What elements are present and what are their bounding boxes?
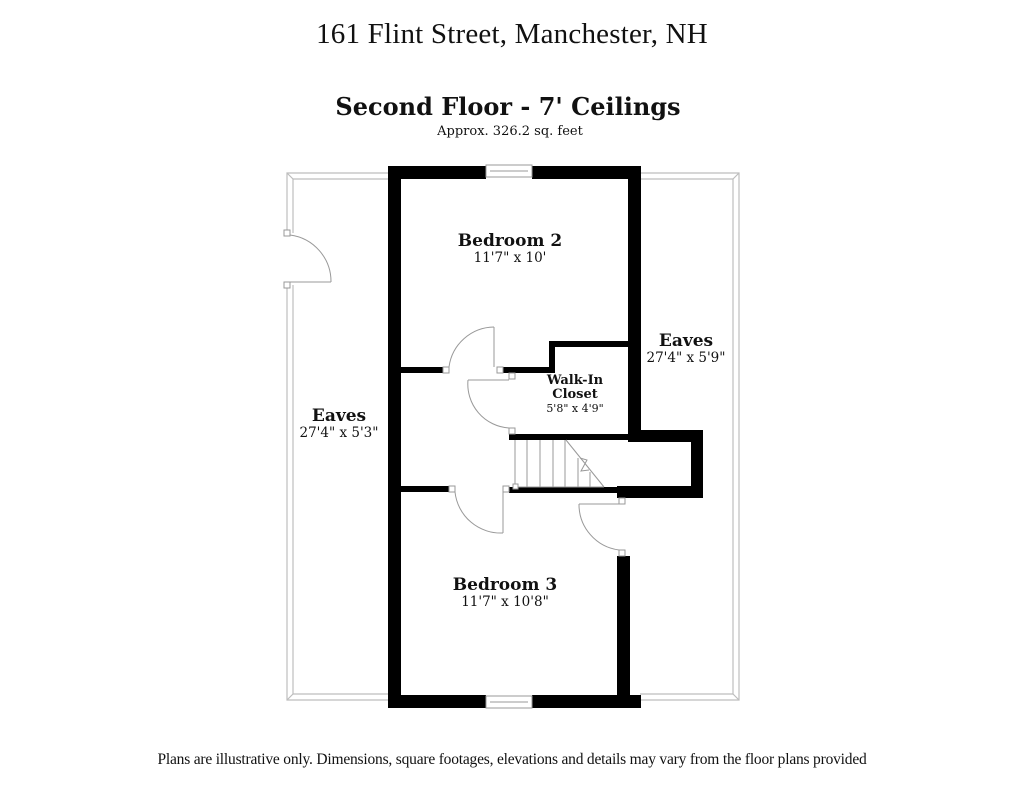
interior-doors: [442, 326, 626, 557]
room-eaves-left: Eaves 27'4" x 5'3": [283, 407, 395, 441]
room-name: Eaves: [311, 406, 367, 426]
room-name: Eaves: [658, 331, 714, 351]
room-eaves-right: Eaves 27'4" x 5'9": [630, 332, 742, 366]
room-walk-in-closet: Walk-In Closet 5'8" x 4'9": [535, 373, 615, 416]
room-name-line2: Closet: [552, 387, 598, 402]
room-bedroom-2: Bedroom 2 11'7" x 10': [430, 232, 590, 266]
room-dimensions: 5'8" x 4'9": [546, 402, 604, 415]
windows: [485, 164, 533, 709]
right-eaves-outline: [640, 172, 740, 701]
staircase: [512, 439, 605, 490]
left-eaves-outline: [286, 172, 388, 701]
left-eaves-door: [283, 229, 332, 289]
floor-area: Approx. 326.2 sq. feet: [437, 124, 583, 139]
room-dimensions: 11'7" x 10'8": [461, 594, 549, 610]
disclaimer: Plans are illustrative only. Dimensions,…: [157, 751, 867, 768]
floor-title: Second Floor - 7' Ceilings: [335, 92, 681, 121]
room-name: Bedroom 2: [457, 231, 563, 251]
property-address: 161 Flint Street, Manchester, NH: [316, 18, 708, 50]
interior-walls: [401, 341, 629, 493]
room-dimensions: 27'4" x 5'3": [299, 425, 379, 441]
exterior-walls: [388, 166, 703, 708]
room-dimensions: 27'4" x 5'9": [646, 350, 726, 366]
room-bedroom-3: Bedroom 3 11'7" x 10'8": [430, 576, 580, 610]
room-name-line1: Walk-In: [546, 373, 604, 388]
room-dimensions: 11'7" x 10': [473, 250, 547, 266]
room-name: Bedroom 3: [452, 575, 558, 595]
